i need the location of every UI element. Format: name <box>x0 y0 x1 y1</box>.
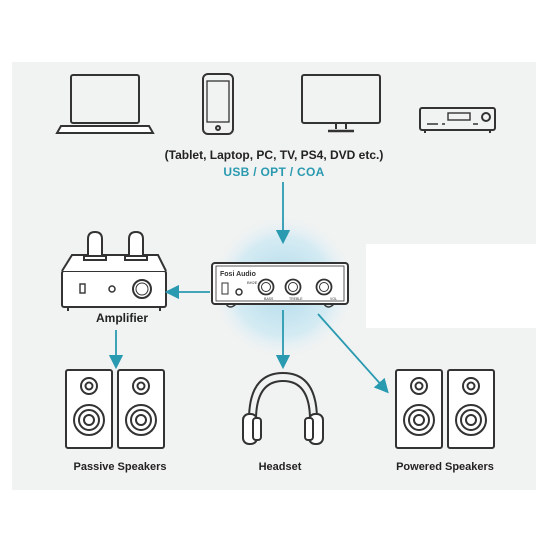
amplifier-label: Amplifier <box>95 311 148 325</box>
dac-knob-label-bass: BASS <box>264 297 274 301</box>
background-cutout <box>366 244 536 328</box>
dac-volume-knob <box>315 278 333 296</box>
tablet-icon <box>202 73 234 135</box>
dac-headphone-jack <box>235 288 243 296</box>
dac-treble-knob <box>284 278 302 296</box>
cd-player-icon <box>419 107 496 133</box>
powered-speakers-icon <box>395 369 495 449</box>
dac-knob-label-treble: TREBLE <box>289 297 303 301</box>
dac-knob-label-vol: VOL <box>330 297 337 301</box>
powered-speakers-label: Powered Speakers <box>396 461 494 473</box>
arrow-dac-to-powered-speakers <box>317 313 389 394</box>
dac-unit: Fosi Audio BH2E BASS TREBLE VOL <box>211 262 349 308</box>
tube-amplifier-icon <box>61 230 167 311</box>
sources-label: (Tablet, Laptop, PC, TV, PS4, DVD etc.) <box>164 148 384 162</box>
passive-speakers-label: Passive Speakers <box>73 461 167 473</box>
dac-model: BH2E <box>247 280 258 285</box>
dac-brand: Fosi Audio <box>220 271 256 278</box>
headset-label: Headset <box>258 461 302 473</box>
monitor-icon <box>301 74 381 133</box>
laptop-icon <box>55 74 155 134</box>
connection-label: USB / OPT / COA <box>223 165 325 179</box>
headphones-icon <box>242 371 324 445</box>
passive-speakers-icon <box>65 369 165 449</box>
dac-bass-knob <box>257 278 275 296</box>
